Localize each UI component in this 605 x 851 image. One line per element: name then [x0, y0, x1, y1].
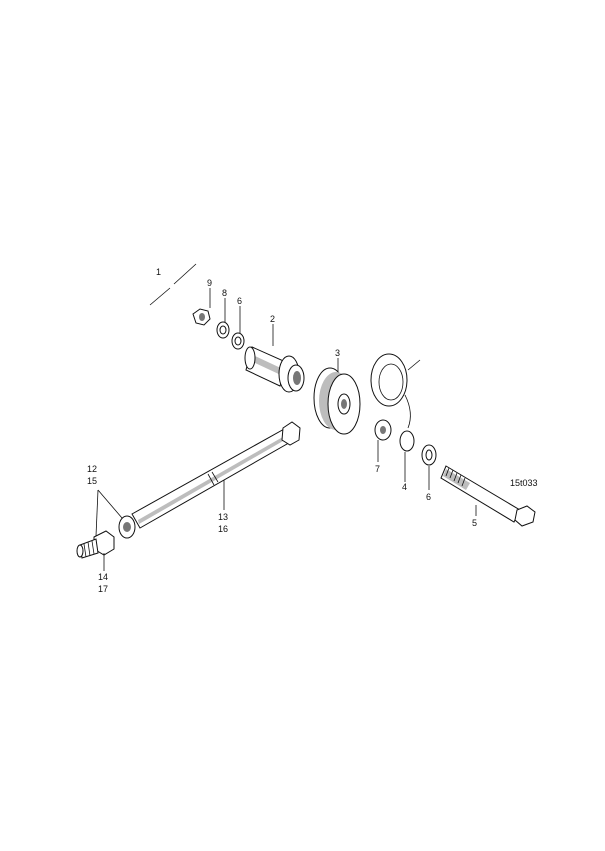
part-14-17-fitting	[76, 530, 115, 559]
callout-13: 13	[218, 512, 228, 522]
callout-6-upper: 6	[237, 296, 242, 306]
callout-3: 3	[335, 348, 340, 358]
part-8-washer	[216, 321, 230, 339]
callout-9: 9	[207, 278, 212, 288]
part-9-nut	[192, 308, 211, 326]
callout-17: 17	[98, 584, 108, 594]
part-1-indicator	[149, 263, 197, 306]
leader-lines	[95, 288, 477, 571]
callout-1: 1	[156, 267, 161, 277]
part-7-washer	[374, 419, 392, 441]
callout-14: 14	[98, 572, 108, 582]
callout-16: 16	[218, 524, 228, 534]
callout-15: 15	[87, 476, 97, 486]
callout-7: 7	[375, 464, 380, 474]
part-2-spacer-sleeve	[244, 346, 305, 393]
part-3-pulley	[313, 367, 361, 435]
callout-2: 2	[270, 314, 275, 324]
callout-12: 12	[87, 464, 97, 474]
callout-5: 5	[472, 518, 477, 528]
callout-4: 4	[402, 482, 407, 492]
part-5-bolt	[440, 465, 536, 527]
part-6-washer-lower	[421, 444, 437, 466]
drawing-reference: 15t033	[510, 478, 538, 488]
callout-8: 8	[222, 288, 227, 298]
part-13-16-hose	[118, 421, 301, 539]
callout-6-lower: 6	[426, 492, 431, 502]
part-4-spring	[370, 353, 421, 452]
part-6-washer-upper	[231, 332, 245, 350]
